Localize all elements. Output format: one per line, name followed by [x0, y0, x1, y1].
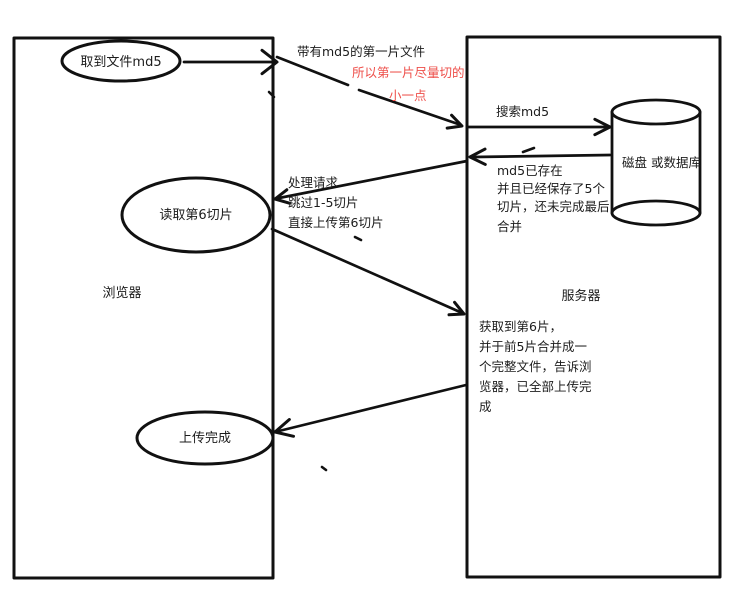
label-md5-exists-line3: 切片，还未完成最后: [497, 199, 610, 214]
label-merge-line5: 成: [479, 399, 492, 414]
arrow-first-slice-to-server-head: [445, 113, 464, 130]
server-box: [465, 35, 722, 579]
label-md5-exists-line1: md5已存在: [497, 163, 563, 178]
label-handle-request-line3: 直接上传第6切片: [288, 215, 383, 230]
arrow-md5-to-border-head: [260, 48, 279, 76]
stray-dot-bottom: [320, 465, 328, 472]
node-read-slice6: [120, 176, 272, 254]
arrow-upload-slice6-line: [270, 227, 462, 314]
label-merge-line1: 获取到第6片，: [479, 319, 562, 334]
arrow-upload-complete-line: [277, 383, 468, 433]
label-merge-line3: 个完整文件，告诉浏: [479, 359, 592, 374]
server-box-label: 服务器: [561, 288, 600, 304]
node-get-file-md5-label: 取到文件md5: [80, 55, 161, 70]
arrow-upload-complete-head: [273, 418, 296, 438]
node-upload-done: [135, 410, 275, 466]
arrow-handle-request-line: [277, 159, 469, 200]
label-merge-line2: 并于前5片合并成一: [479, 339, 587, 354]
disk-database-bottom: [610, 199, 702, 227]
label-md5-exists-line2: 并且已经保存了5个: [497, 181, 605, 196]
note-cut-small-line1: 所以第一片尽量切的: [352, 65, 465, 80]
disk-database-label: 磁盘 或数据库: [622, 155, 701, 170]
label-handle-request-line2: 跳过1-5切片: [288, 195, 358, 210]
stray-tick-arrow: [521, 146, 536, 154]
node-read-slice6-label: 读取第6切片: [159, 208, 232, 223]
label-search-md5: 搜索md5: [496, 104, 549, 119]
arrow-search-md5-head: [593, 117, 612, 137]
node-get-file-md5: [60, 39, 182, 83]
disk-database-top: [610, 98, 702, 126]
arrow-upload-slice6-head: [447, 300, 466, 317]
browser-box-label: 浏览器: [102, 285, 141, 301]
note-cut-small-line2: 小一点: [389, 88, 427, 103]
browser-box: [12, 36, 275, 580]
arrow-first-slice-to-server-line: [275, 55, 350, 87]
label-merge-line4: 览器，已全部上传完: [479, 379, 592, 394]
label-md5-exists-line4: 合并: [497, 219, 522, 234]
stray-dash-mid: [353, 235, 363, 242]
node-upload-done-label: 上传完成: [179, 431, 231, 446]
label-first-slice-with-md5: 带有md5的第一片文件: [297, 44, 425, 59]
arrow-handle-request-head: [273, 188, 291, 205]
arrow-md5-exists-line: [472, 153, 612, 159]
arrow-md5-exists-head: [468, 147, 487, 166]
label-handle-request-line1: 处理请求: [288, 175, 339, 190]
stray-tick-border: [267, 90, 276, 99]
arrow-first-slice-to-server-line-1: [357, 88, 463, 127]
